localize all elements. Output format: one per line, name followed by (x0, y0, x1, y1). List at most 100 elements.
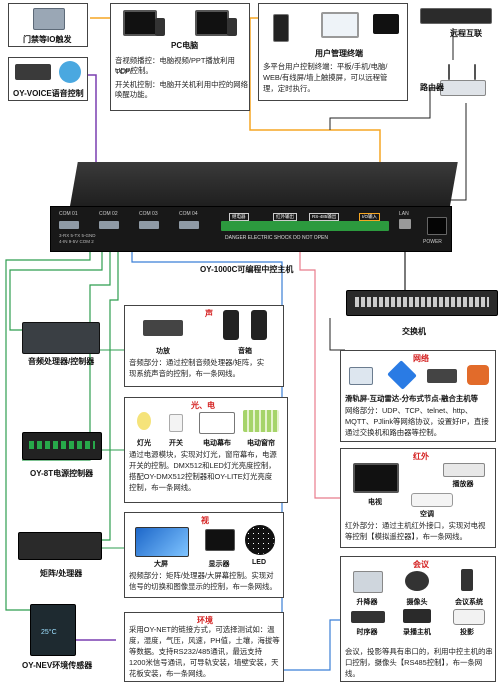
camera-label: 摄像头 (406, 599, 428, 606)
com-small-text: 3-RX 5-TX 5-GND (59, 233, 96, 238)
audio-section: 声 功放 音箱 音频部分：通过控制音频处理器/矩阵，实 现系统声音的控制，布一条… (124, 305, 284, 387)
meeting-desc-line: 口控制，摄像头【RS485控制】，布一条网线。 (345, 658, 483, 678)
com-small-text: 4-IN 9-5V COM 2 (59, 239, 94, 244)
host-top-face (70, 162, 458, 206)
head-icon (59, 61, 81, 83)
screen-curtain-label: 电动幕布 (203, 440, 231, 447)
ir-tag: 红外 (413, 452, 429, 461)
env-desc-line: 1200米信号通讯，可导轨安装，墙壁安装，天 (129, 658, 279, 667)
antenna-icon (474, 64, 476, 80)
com-port[interactable] (59, 221, 79, 229)
io-trigger-label: 门禁等IO触发 (23, 35, 72, 44)
pc-desc-line: UDP控制。 (115, 66, 153, 75)
mic-icon (461, 569, 473, 591)
video-section: 视 大屏 显示器 LED 视频部分：矩阵/处理器/大屏幕控制。实现对 信号的切换… (124, 512, 284, 598)
terminal-block[interactable] (221, 221, 389, 231)
switch-ports (355, 297, 489, 307)
network-desc-line: 通过交换机和路由器等控制。 (345, 428, 442, 437)
ac-label: 空调 (420, 511, 434, 518)
com-port[interactable] (99, 221, 119, 229)
player-icon (443, 463, 485, 477)
amplifier-label: 功放 (156, 348, 170, 355)
ir-desc-line: 红外部分：通过主机红外接口，实现对电视 (345, 521, 486, 530)
host-device: COM 01 COM 02 COM 03 COM 04 3-RX 5-TX 5-… (50, 162, 458, 252)
green-line (22, 248, 111, 461)
camera-icon (405, 571, 429, 591)
user-terminal-box: 用户管理终端 多平台用户控制终端：平板/手机/电脑/ WEB/有线屏/墙上触摸屏… (258, 3, 408, 101)
voice-box: OY-VOICE语音控制 (8, 57, 88, 101)
orange-line (249, 17, 381, 212)
lift-icon (353, 571, 383, 593)
router-label: 路由器 (420, 83, 444, 92)
power-controller-icon (22, 432, 102, 460)
pc-desc-line: 音视频播控：电脑视频/PPT播放利用TCP/ (115, 56, 235, 76)
power-label: POWER (423, 239, 442, 245)
io-in-label: I/O输入 (359, 213, 381, 221)
user-terminal-title: 用户管理终端 (315, 49, 363, 58)
green-line (22, 248, 119, 541)
big-screen-label: 大屏 (154, 561, 168, 568)
audio-desc-line: 现系统声音的控制，布一条网线。 (129, 369, 240, 378)
pc-desc-line: 唤醒功能。 (115, 90, 152, 99)
network-section: 网络 滑轨屏-互动雷达-分布式节点-融合主机等 网络部分：UDP、TCP、tel… (340, 350, 496, 442)
pink-line (299, 248, 345, 499)
black-line (329, 87, 440, 130)
ir-desc-line: 等控制【模拟遥控器】，布一条网线。 (345, 532, 467, 541)
curtain-icon (243, 410, 279, 432)
led-icon (245, 525, 275, 555)
ir-out-label: 红外输出 (273, 213, 297, 221)
satellite-icon (387, 360, 417, 390)
env-desc-line: 度，湿度，气压，风速，PH值，土壤，海拔等 (129, 636, 280, 645)
meeting-tag: 会议 (413, 560, 429, 569)
pc-desc-line: 开关机控制：电脑开关机利用中控的网络 (115, 80, 249, 89)
audio-processor-label: 音频处理器/控制器 (28, 357, 95, 366)
matrix-label: 矩阵/处理器 (40, 569, 83, 578)
switch-device (346, 290, 498, 316)
screen-curtain-icon (199, 412, 235, 434)
projector-icon (453, 609, 485, 625)
lift-label: 升降器 (356, 599, 378, 606)
recorder-icon (403, 609, 431, 623)
host-front-panel: COM 01 COM 02 COM 03 COM 04 3-RX 5-TX 5-… (50, 206, 452, 252)
env-desc-line: 等数据。支持RS232/485通讯，最远支持 (129, 647, 263, 656)
remote-device-icon (420, 8, 492, 24)
network-title: 滑轨屏-互动雷达-分布式节点-融合主机等 (345, 394, 479, 403)
light-desc-line: 开关的控制。DMX512和LED灯光亮度控制， (129, 461, 276, 470)
sequencer-icon (351, 611, 385, 623)
audio-tag: 声 (205, 309, 213, 318)
user-desc-line: 多平台用户控制终端：平板/手机/电脑/ (263, 62, 388, 71)
com-port[interactable] (139, 221, 159, 229)
power-socket[interactable] (427, 217, 447, 235)
phone-icon (273, 14, 289, 42)
lan-port[interactable] (399, 219, 411, 229)
monitor-icon (205, 529, 235, 551)
sequencer-label: 时序器 (356, 629, 378, 636)
light-label: 灯光 (137, 440, 151, 447)
led-label: LED (252, 559, 266, 566)
green-line (9, 248, 103, 331)
meeting-desc-line: 会议，投影等具有串口的，利用中控主机的串 (345, 647, 493, 656)
ir-section: 红外 电视 空调 播放器 红外部分：通过主机红外接口，实现对电视 等控制【模拟遥… (340, 448, 496, 548)
env-temp-display: 25°C (41, 629, 57, 636)
switch-label: 交换机 (402, 327, 426, 336)
lan-label: LAN (399, 211, 409, 217)
light-desc-line: 通过电源模块，实现对灯光，窗帘幕布，电源 (129, 450, 277, 459)
tablet-icon (373, 14, 399, 34)
projector-label: 投影 (460, 629, 474, 636)
light-desc-line: 控制，布一条网线。 (129, 483, 196, 492)
ac-icon (411, 493, 453, 507)
speaker-label: 音箱 (238, 348, 252, 355)
router-icon (440, 80, 486, 96)
laptop-icon (321, 12, 359, 38)
env-section: 环境 采用OY-NET的链接方式，可选择测试如：温 度，湿度，气压，风速，PH值… (124, 612, 284, 682)
logo-icon (467, 365, 489, 385)
user-desc-line: WEB/有线屏/墙上触摸屏，可以远程管 (263, 73, 388, 82)
video-desc-line: 视频部分：矩阵/处理器/大屏幕控制。实现对 (129, 571, 274, 580)
voice-label: OY-VOICE语音控制 (13, 89, 84, 98)
rs485-label: RS-485输出 (309, 213, 340, 221)
env-desc-line: 采用OY-NET的链接方式，可选择测试如：温 (129, 625, 275, 634)
player-label: 播放器 (452, 481, 474, 488)
light-tag: 光、电 (191, 401, 215, 410)
com-port[interactable] (179, 221, 199, 229)
voice-device-icon (15, 64, 51, 80)
